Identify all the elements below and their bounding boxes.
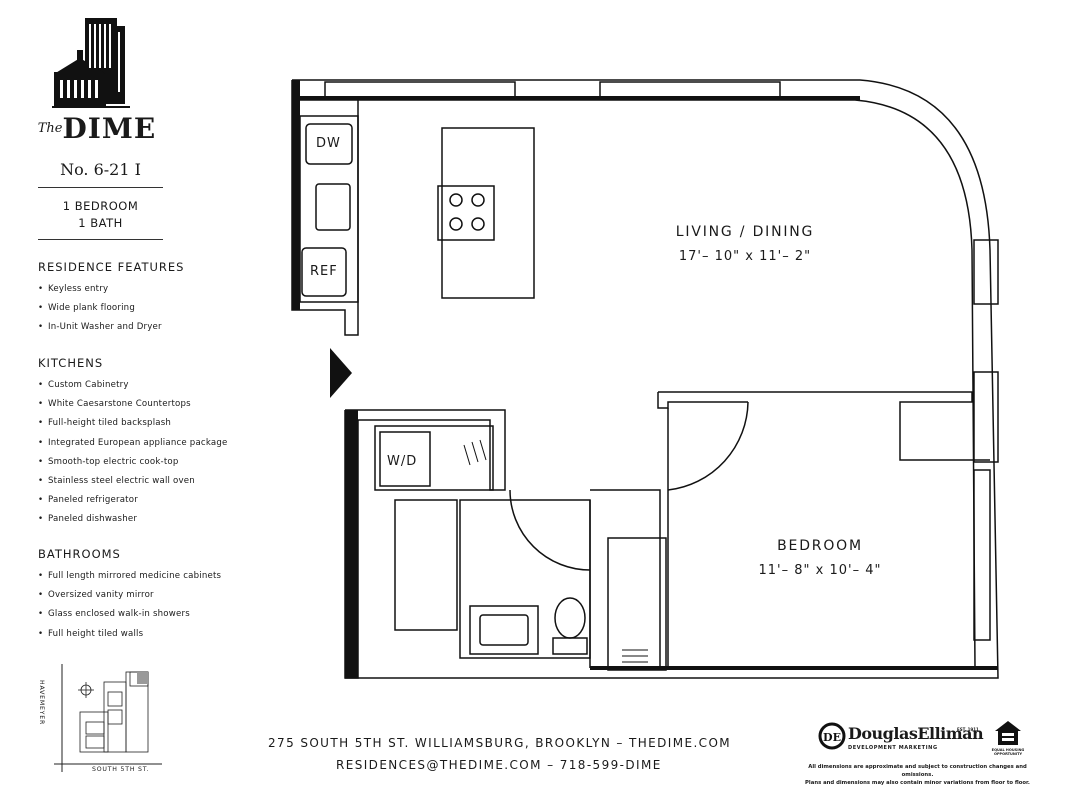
street-label-havemeyer: HAVEMEYER bbox=[38, 680, 45, 726]
footer-address: 275 SOUTH 5TH ST. WILLIAMSBURG, BROOKLYN… bbox=[268, 736, 732, 750]
feature-item: Stainless steel electric wall oven bbox=[38, 472, 238, 491]
building-logo bbox=[52, 18, 130, 108]
floor-plan bbox=[291, 79, 999, 679]
svg-text:DE: DE bbox=[823, 731, 841, 744]
shower bbox=[394, 499, 458, 631]
bathroom bbox=[459, 499, 591, 659]
refrigerator-label: REF bbox=[310, 264, 338, 279]
vanity bbox=[469, 605, 539, 655]
entry-wall bbox=[344, 409, 506, 679]
bedroom-name: BEDROOM bbox=[777, 538, 863, 554]
cooktop bbox=[437, 185, 495, 241]
feature-item: Full-height tiled backsplash bbox=[38, 414, 238, 433]
bath-door-swing bbox=[509, 489, 591, 571]
brand-name: DIME bbox=[62, 112, 157, 145]
unit-summary: 1 BEDROOM 1 BATH bbox=[38, 198, 163, 232]
broker-est: EST. 1911 bbox=[957, 727, 979, 732]
section-title: RESIDENCE FEATURES bbox=[38, 260, 185, 274]
brand-prefix: The bbox=[37, 121, 63, 136]
equal-housing-label: EQUAL HOUSING OPPORTUNITY bbox=[991, 748, 1025, 756]
feature-item: Keyless entry bbox=[38, 280, 238, 299]
equal-housing-icon bbox=[995, 721, 1021, 745]
bedroom-count: 1 BEDROOM bbox=[62, 199, 139, 213]
bedroom-door-swing bbox=[667, 401, 749, 491]
bath-closet-wall bbox=[590, 489, 661, 668]
feature-item: Full height tiled walls bbox=[38, 625, 238, 644]
exterior-wall-outer bbox=[292, 79, 999, 679]
bath-count: 1 BATH bbox=[78, 216, 123, 230]
washer-dryer-label: W/D bbox=[387, 454, 418, 469]
disclaimer-line: All dimensions are approximate and subje… bbox=[808, 764, 1027, 778]
exterior-wall-inner bbox=[300, 99, 976, 669]
feature-item: White Caesarstone Countertops bbox=[38, 395, 238, 414]
disclaimer-line: Plans and dimensions may also contain mi… bbox=[805, 780, 1030, 786]
divider bbox=[38, 239, 163, 240]
toilet bbox=[554, 597, 586, 639]
douglas-elliman-logo-icon: DE bbox=[818, 722, 846, 750]
living-room-dimensions: 17'– 10" x 11'– 2" bbox=[678, 249, 812, 264]
broker-subtitle: DEVELOPMENT MARKETING bbox=[848, 745, 938, 751]
feature-item: Smooth-top electric cook-top bbox=[38, 453, 238, 472]
broker-name: DouglasElliman bbox=[848, 724, 984, 743]
section-title: KITCHENS bbox=[38, 356, 104, 370]
key-plan bbox=[54, 664, 162, 772]
refrigerator bbox=[301, 247, 347, 297]
feature-item: Oversized vanity mirror bbox=[38, 586, 238, 605]
feature-item: Glass enclosed walk-in showers bbox=[38, 605, 238, 624]
feature-item: Full length mirrored medicine cabinets bbox=[38, 567, 238, 586]
unit-number: No. 6-21 I bbox=[60, 160, 141, 179]
window bbox=[324, 81, 516, 99]
kitchen-island bbox=[441, 127, 535, 299]
divider bbox=[38, 187, 163, 188]
bedroom-partition bbox=[658, 391, 990, 461]
feature-item: Integrated European appliance package bbox=[38, 434, 238, 453]
brand-wordmark: TheDIME bbox=[32, 112, 162, 145]
sink bbox=[315, 183, 351, 231]
disclaimer: All dimensions are approximate and subje… bbox=[795, 763, 1040, 787]
residence-features-section: RESIDENCE FEATURES Keyless entry Wide pl… bbox=[38, 260, 238, 338]
feature-item: In-Unit Washer and Dryer bbox=[38, 318, 238, 337]
dishwasher-label: DW bbox=[316, 136, 341, 151]
feature-item: Paneled refrigerator bbox=[38, 491, 238, 510]
info-panel: TheDIME No. 6-21 I 1 BEDROOM 1 BATH RESI… bbox=[0, 0, 227, 800]
kitchens-section: KITCHENS Custom Cabinetry White Caesarst… bbox=[38, 356, 238, 530]
footer-contact: RESIDENCES@THEDIME.COM – 718-599-DIME bbox=[336, 758, 662, 772]
feature-item: Paneled dishwasher bbox=[38, 510, 238, 529]
feature-item: Wide plank flooring bbox=[38, 299, 238, 318]
laundry-closet bbox=[374, 425, 494, 491]
bedroom-dimensions: 11'– 8" x 10'– 4" bbox=[758, 563, 882, 578]
street-label-south-5th: SOUTH 5TH ST. bbox=[92, 766, 150, 773]
living-room-name: LIVING / DINING bbox=[675, 224, 815, 240]
window bbox=[973, 239, 999, 305]
dishwasher bbox=[305, 123, 353, 165]
entry-arrow-icon bbox=[330, 348, 352, 398]
window bbox=[973, 371, 999, 463]
window bbox=[973, 469, 991, 641]
bathrooms-section: BATHROOMS Full length mirrored medicine … bbox=[38, 547, 238, 644]
section-title: BATHROOMS bbox=[38, 547, 121, 561]
window bbox=[599, 81, 781, 99]
feature-item: Custom Cabinetry bbox=[38, 376, 238, 395]
